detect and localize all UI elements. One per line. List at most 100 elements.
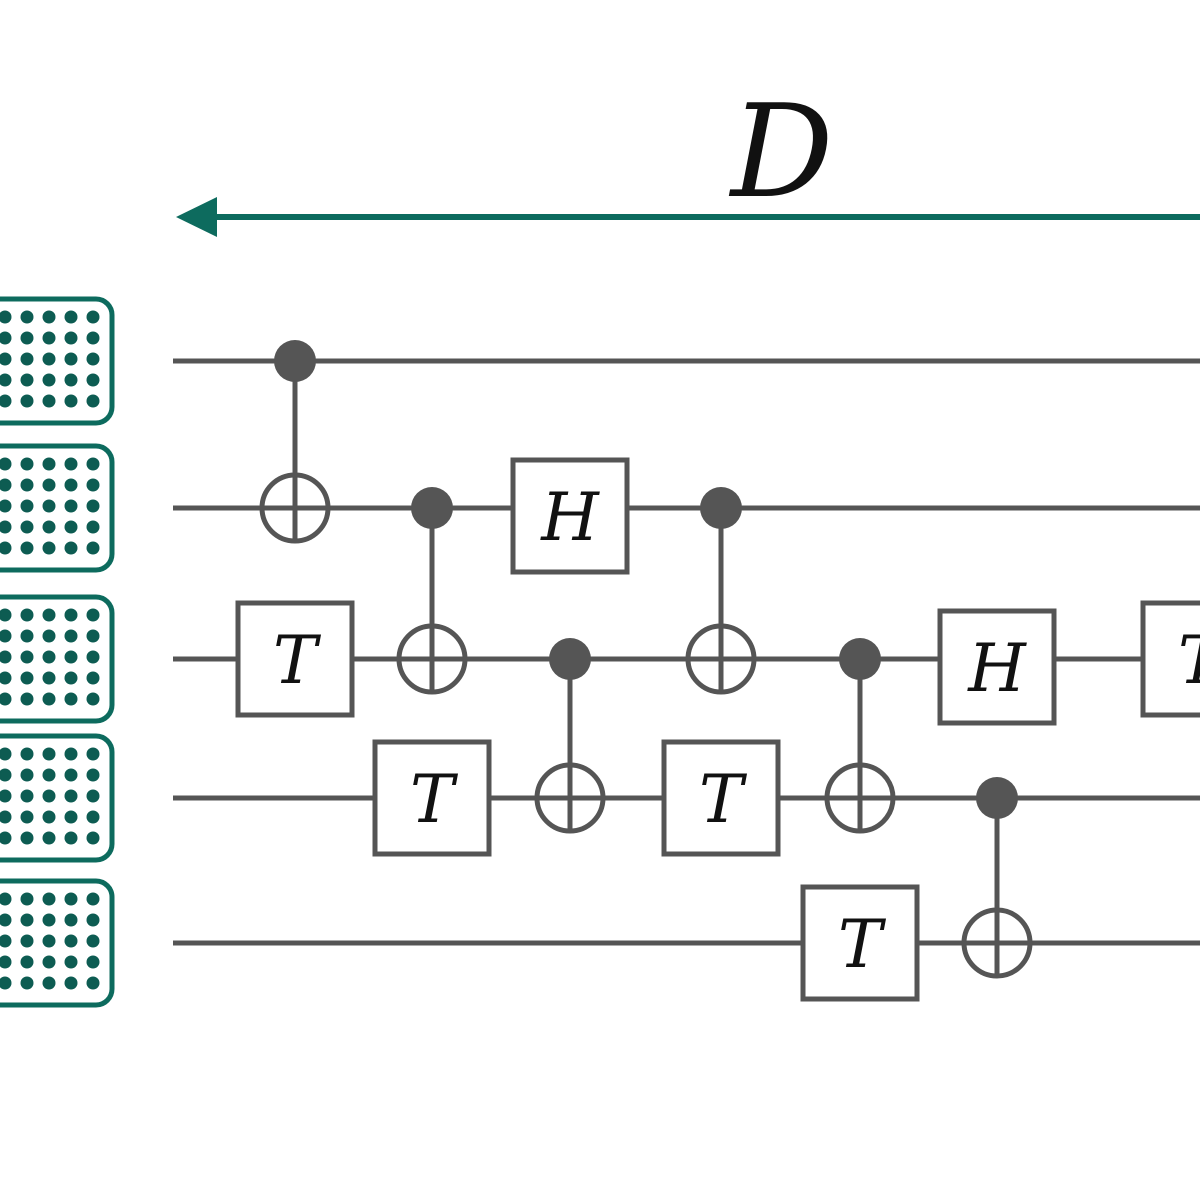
control-dot-icon (274, 340, 316, 382)
chip-dot (86, 768, 100, 782)
chip-dot (64, 608, 78, 622)
chip-dot (0, 913, 12, 927)
chip-dot (64, 747, 78, 761)
gate-label: T (410, 761, 459, 838)
chip-dot (86, 331, 100, 345)
gate-box (800, 884, 920, 1002)
qubit-chip (0, 733, 115, 863)
chip-dot (20, 310, 34, 324)
chip-dot (0, 671, 12, 685)
chip-dot (86, 520, 100, 534)
chip-dot (20, 478, 34, 492)
control-dot-icon (976, 777, 1018, 819)
chip-dot (0, 331, 12, 345)
cnot-gate (685, 487, 757, 695)
qubit-chip (0, 296, 115, 426)
chip-dot (20, 373, 34, 387)
chip-dot (20, 457, 34, 471)
cnot-gate (824, 638, 896, 834)
qubit-chip (0, 594, 115, 724)
chip-dot (20, 629, 34, 643)
chip-dot (86, 478, 100, 492)
chip-dot (64, 541, 78, 555)
chip-dot (64, 810, 78, 824)
chip-dot (64, 831, 78, 845)
gate-box (510, 457, 630, 575)
chip-dot (64, 457, 78, 471)
chip-dot (42, 976, 56, 990)
chip-dot (42, 331, 56, 345)
gate-box (235, 600, 355, 718)
chip-dot (0, 457, 12, 471)
chip-dot (0, 650, 12, 664)
chip-dot (42, 629, 56, 643)
chip-dot (64, 310, 78, 324)
chip-dot (42, 373, 56, 387)
t-gate: T (235, 600, 355, 718)
t-gate: T (800, 884, 920, 1002)
chip-dot (86, 831, 100, 845)
chip-dot (0, 831, 12, 845)
chip-dot (64, 629, 78, 643)
chip-frame (0, 296, 115, 426)
gate-label: T (699, 761, 748, 838)
chip-dot (20, 520, 34, 534)
chip-dot (0, 608, 12, 622)
chip-dot (64, 331, 78, 345)
gate-label: T (1178, 622, 1200, 699)
chip-frame (0, 733, 115, 863)
h-gate: H (510, 457, 630, 575)
chip-dot (20, 976, 34, 990)
chip-dot (0, 499, 12, 513)
chip-dot (64, 520, 78, 534)
chip-dot (42, 650, 56, 664)
chip-dot (42, 478, 56, 492)
chip-dot (0, 629, 12, 643)
gate-label: T (838, 906, 887, 983)
chip-dot (0, 934, 12, 948)
chip-dot (42, 310, 56, 324)
chip-frame (0, 594, 115, 724)
chip-dot (86, 608, 100, 622)
chip-dot (64, 692, 78, 706)
chip-dot (0, 768, 12, 782)
chip-dot (20, 747, 34, 761)
control-dot-icon (700, 487, 742, 529)
gate-box (1140, 600, 1200, 718)
chip-dot (86, 499, 100, 513)
control-dot-icon (411, 487, 453, 529)
chip-dot (86, 955, 100, 969)
t-gate: T (372, 739, 492, 857)
chip-dot (86, 352, 100, 366)
chip-dot (42, 608, 56, 622)
chip-dot (20, 650, 34, 664)
chip-frame (0, 443, 115, 573)
chip-dot (42, 831, 56, 845)
chip-dot (64, 671, 78, 685)
chip-dot (86, 629, 100, 643)
chip-dot (42, 499, 56, 513)
chip-dot (0, 692, 12, 706)
cnot-gate (259, 340, 331, 544)
chip-dot (20, 913, 34, 927)
gate-label: H (967, 630, 1027, 707)
chip-dot (86, 810, 100, 824)
chip-dot (42, 520, 56, 534)
chip-dot (42, 892, 56, 906)
cnot-gate (961, 777, 1033, 979)
chip-dot (42, 692, 56, 706)
chip-dot (20, 955, 34, 969)
chip-dot (20, 768, 34, 782)
chip-dot (20, 541, 34, 555)
chip-dot (42, 768, 56, 782)
chip-dot (86, 373, 100, 387)
chip-dot (42, 457, 56, 471)
chip-dot (64, 892, 78, 906)
chip-dot (64, 934, 78, 948)
chip-dot (86, 671, 100, 685)
chip-dot (86, 789, 100, 803)
chip-dot (20, 352, 34, 366)
depth-label: D (729, 78, 834, 227)
chip-dot (0, 478, 12, 492)
chip-dot (20, 608, 34, 622)
